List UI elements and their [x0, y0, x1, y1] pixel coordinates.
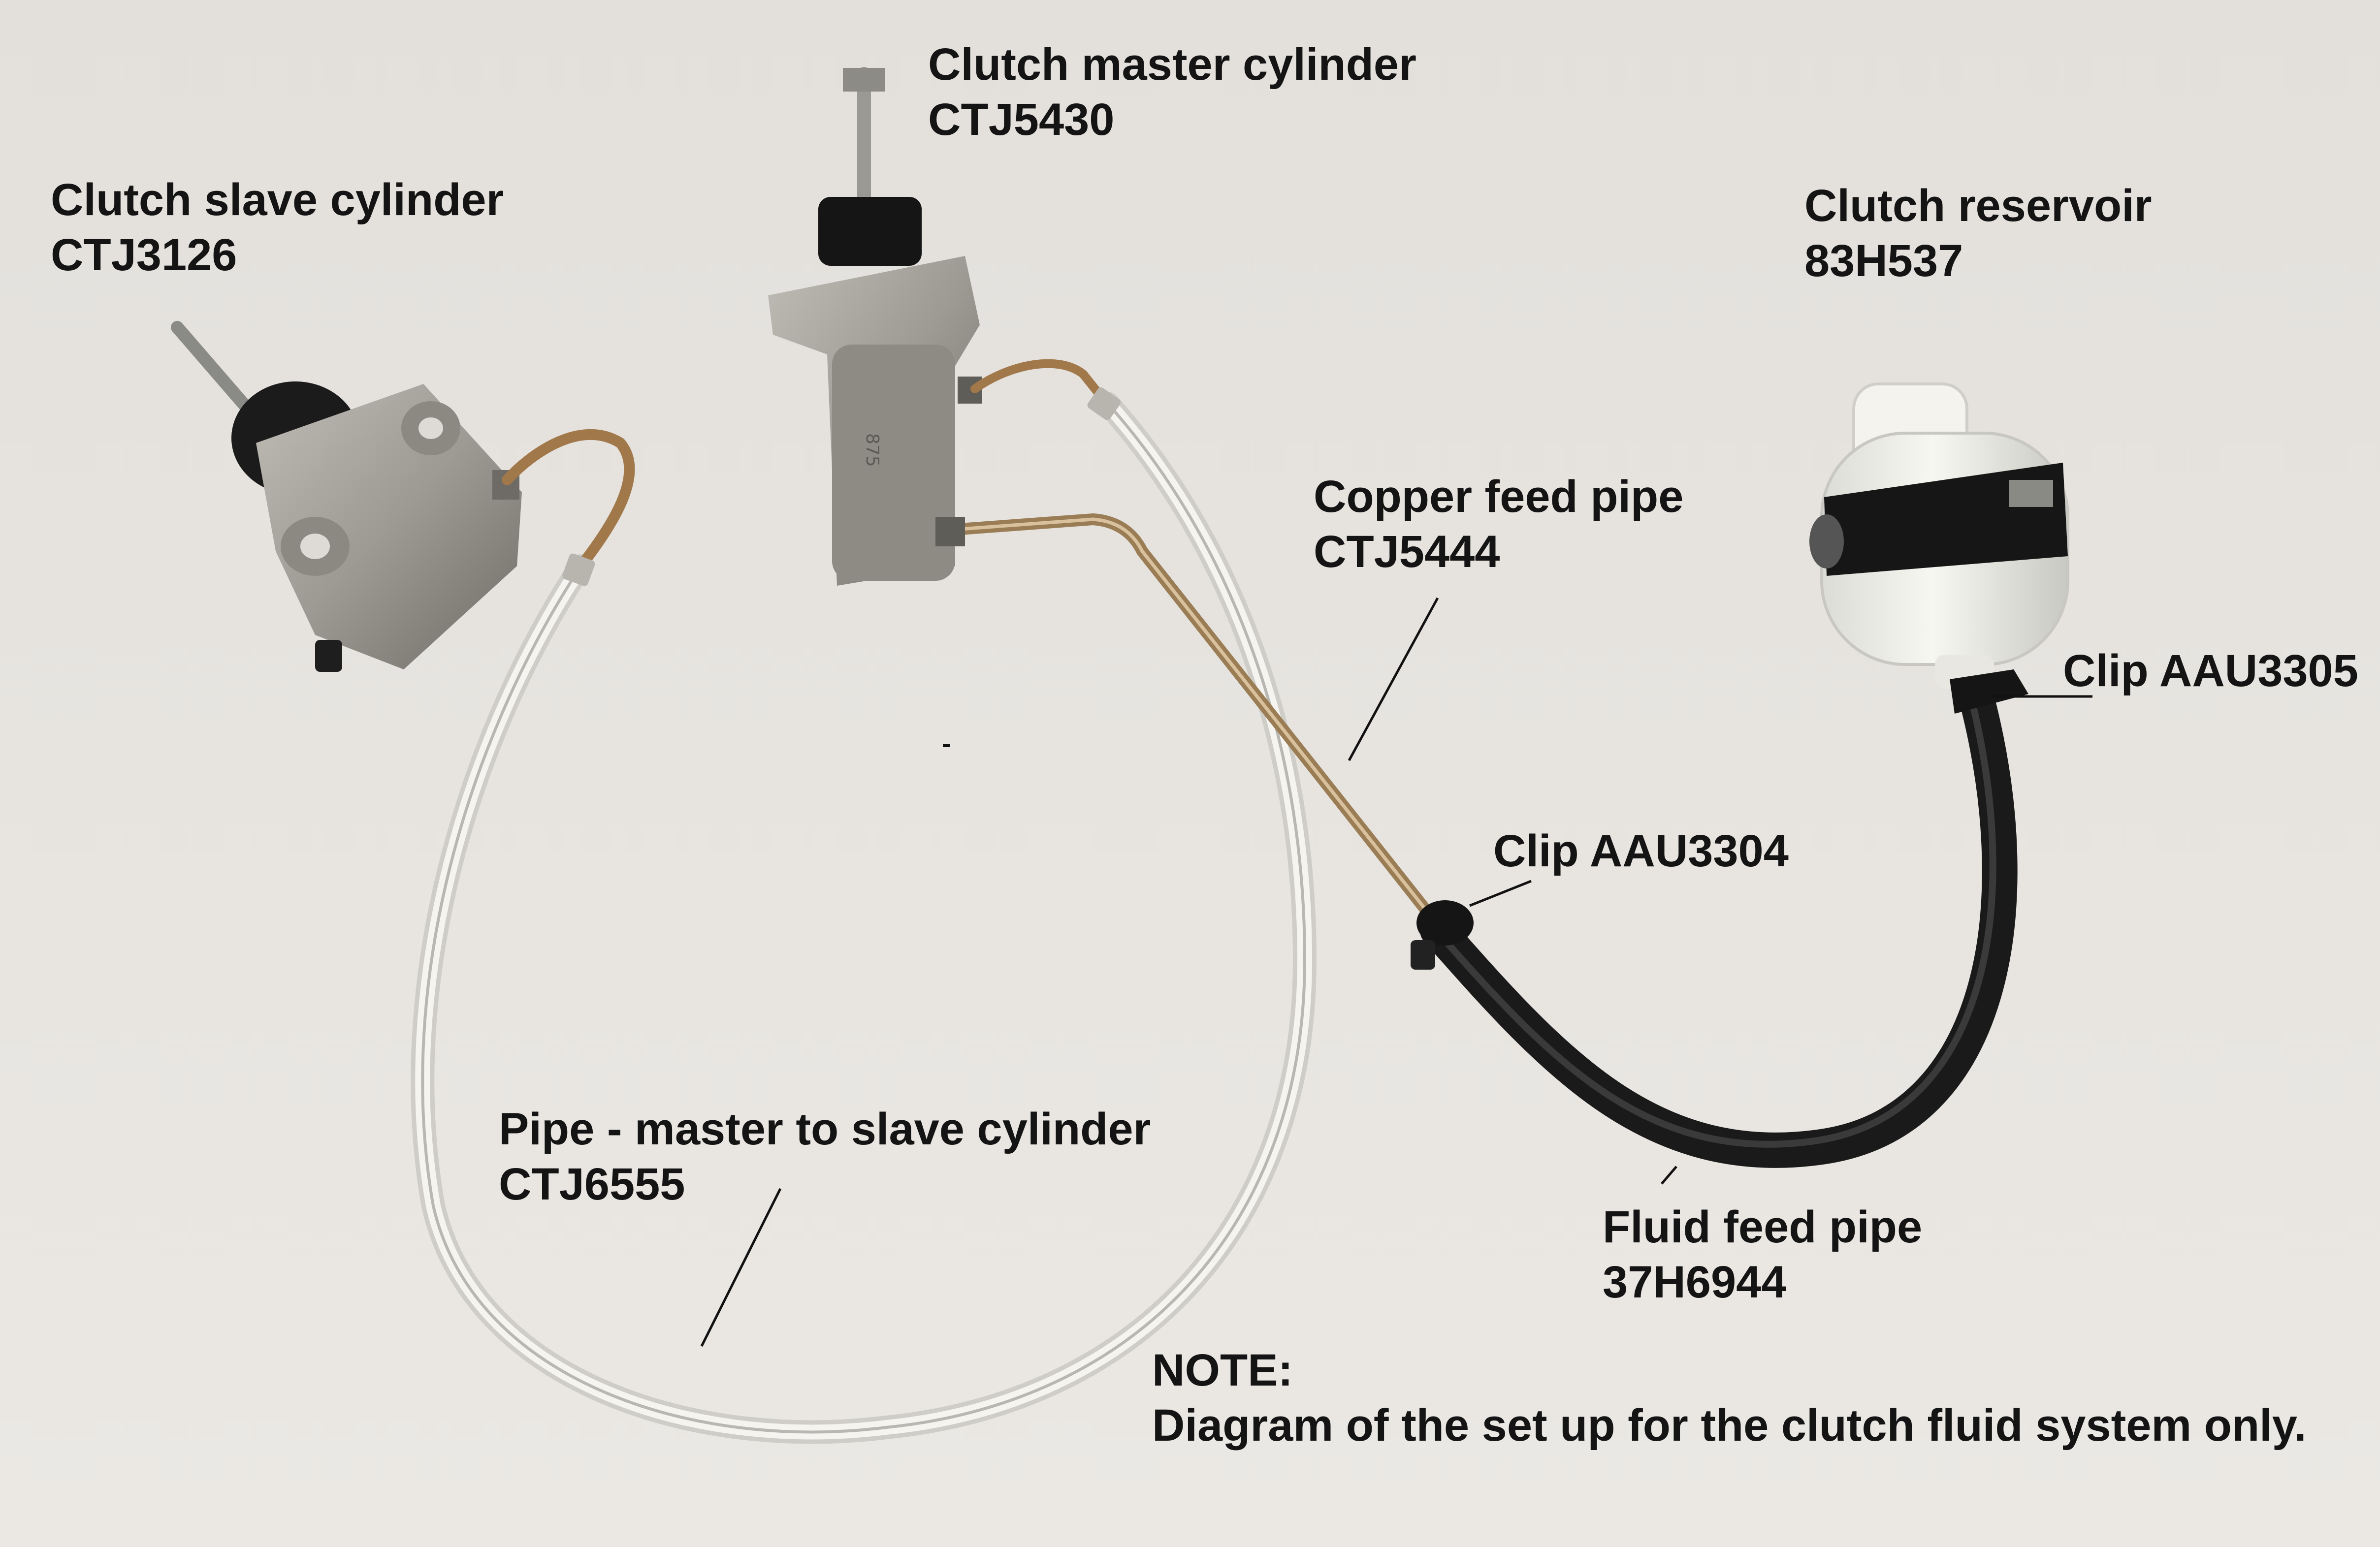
dash-mark: [943, 744, 950, 747]
leader-lines: [700, 597, 2092, 1347]
label-copper-feed-pipe-name: Copper feed pipe: [1314, 472, 1684, 522]
clutch-reservoir: [1809, 382, 2069, 714]
label-reservoir-part: 83H537: [1804, 236, 1963, 286]
label-reservoir: Clutch reservoir 83H537: [1804, 178, 2152, 288]
label-clip-aau3305-name: Clip AAU3305: [2063, 646, 2358, 696]
label-master-to-slave-pipe-part: CTJ6555: [499, 1159, 685, 1209]
clip-aau3305: [1950, 669, 2028, 714]
label-slave-cylinder: Clutch slave cylinder CTJ3126: [51, 172, 504, 283]
label-slave-cylinder-part: CTJ3126: [51, 230, 237, 280]
label-copper-feed-pipe-part: CTJ5444: [1314, 527, 1500, 577]
label-fluid-feed-pipe: Fluid feed pipe 37H6944: [1603, 1200, 1922, 1310]
label-master-cylinder: Clutch master cylinder CTJ5430: [928, 37, 1416, 147]
label-master-cylinder-part: CTJ5430: [928, 95, 1115, 145]
fluid-feed-pipe: [1420, 691, 2018, 1168]
label-master-to-slave-pipe: Pipe - master to slave cylinder CTJ6555: [499, 1102, 1151, 1212]
label-master-cylinder-name: Clutch master cylinder: [928, 39, 1416, 90]
svg-text:875: 875: [862, 433, 882, 467]
label-clip-aau3304-name: Clip AAU3304: [1493, 826, 1789, 876]
note-heading: NOTE:: [1152, 1345, 1293, 1395]
label-fluid-feed-pipe-part: 37H6944: [1603, 1257, 1787, 1307]
label-master-to-slave-pipe-name: Pipe - master to slave cylinder: [499, 1104, 1151, 1154]
label-clip-aau3305: Clip AAU3305: [2063, 643, 2358, 698]
clutch-master-cylinder: 875: [768, 67, 1121, 586]
label-copper-feed-pipe: Copper feed pipe CTJ5444: [1314, 469, 1683, 579]
clip-aau3304: [1411, 900, 1474, 970]
copper-feed-pipe: [954, 513, 1436, 921]
label-reservoir-name: Clutch reservoir: [1804, 181, 2152, 231]
master-to-slave-pipe: [411, 392, 1317, 1444]
label-clip-aau3304: Clip AAU3304: [1493, 823, 1789, 879]
label-slave-cylinder-name: Clutch slave cylinder: [51, 175, 504, 225]
clutch-slave-cylinder: [171, 321, 635, 672]
label-fluid-feed-pipe-name: Fluid feed pipe: [1603, 1202, 1923, 1252]
note-text: Diagram of the set up for the clutch flu…: [1152, 1400, 2307, 1451]
note: NOTE: Diagram of the set up for the clut…: [1152, 1343, 2307, 1453]
